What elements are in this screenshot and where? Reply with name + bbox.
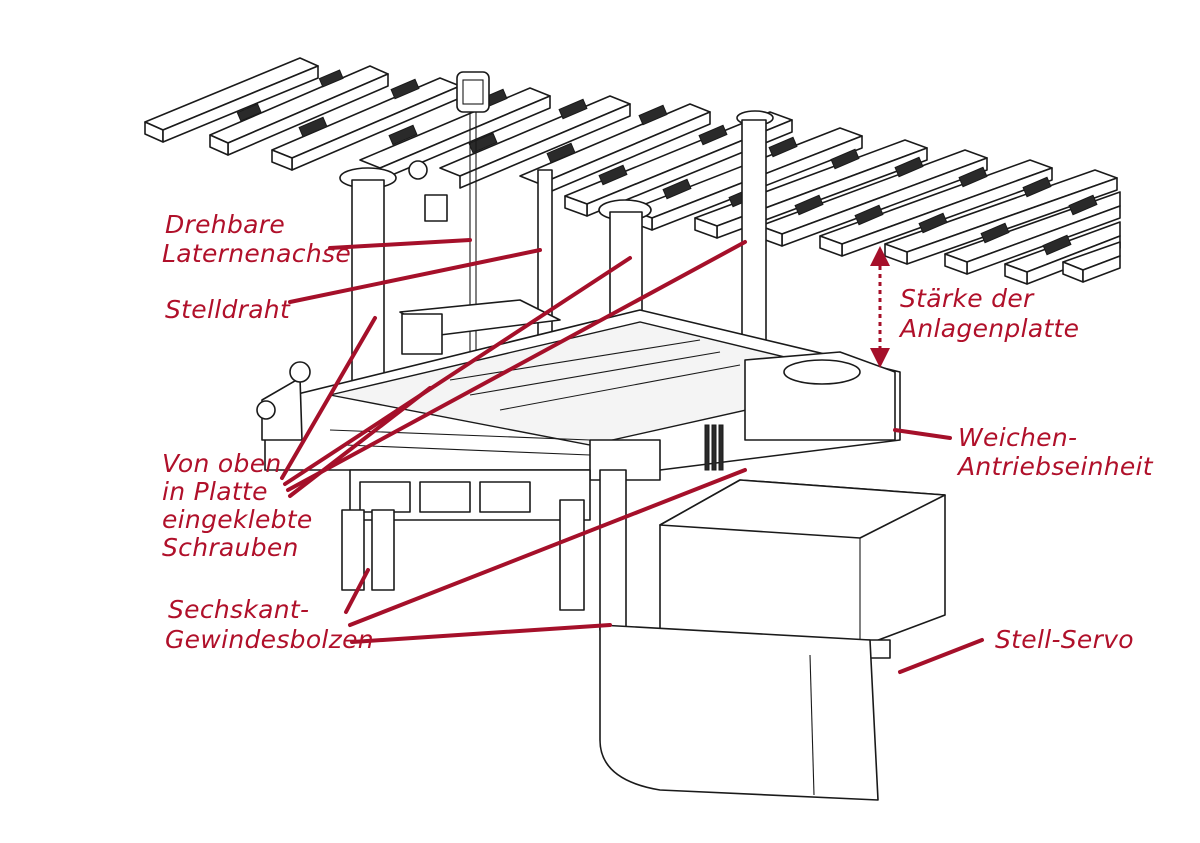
sleeper xyxy=(884,169,1118,265)
servo-body xyxy=(599,479,946,801)
hex-bolts xyxy=(341,469,627,631)
sleeper xyxy=(359,87,551,181)
sleeper xyxy=(1062,241,1121,283)
label-line: Weichen- xyxy=(958,423,1077,452)
label-staerke-anlagenplatte: Stärke der Anlagenplatte xyxy=(898,284,1079,343)
label-line: Von oben xyxy=(162,449,282,478)
drive-unit-housing xyxy=(256,299,901,481)
label-schrauben: Von oben in Platte eingeklebte Schrauben xyxy=(162,449,321,562)
label-line: Schrauben xyxy=(162,533,299,562)
label-line: Stärke der xyxy=(900,284,1035,313)
label-line: Antriebseinheit xyxy=(956,452,1154,481)
label-line: Laternenachse xyxy=(162,239,351,268)
sleeper xyxy=(944,191,1121,275)
label-weichen-antriebseinheit: Weichen- Antriebseinheit xyxy=(956,423,1154,481)
sleeper xyxy=(759,149,988,247)
label-line: Anlagenplatte xyxy=(898,314,1079,343)
label-stell-servo: Stell-Servo xyxy=(995,625,1134,654)
label-line: in Platte xyxy=(162,477,268,506)
sleeper xyxy=(564,111,793,217)
label-drehbare-laternenachse: Drehbare Laternenachse xyxy=(162,210,351,268)
label-line: Gewindesbolzen xyxy=(165,625,374,654)
track-sleepers xyxy=(144,57,1121,285)
sleeper xyxy=(519,103,711,197)
callout-labels: Drehbare Laternenachse Stelldraht Stärke… xyxy=(162,210,1154,654)
label-stelldraht: Stelldraht xyxy=(165,295,291,324)
sleeper xyxy=(144,57,319,143)
sleeper xyxy=(819,159,1053,257)
label-line: Drehbare xyxy=(165,210,285,239)
label-line: Sechskant- xyxy=(168,595,309,624)
label-line: eingeklebte xyxy=(162,505,313,534)
sleeper xyxy=(209,65,389,156)
label-gewindesbolzen: Sechskant- Gewindesbolzen xyxy=(165,595,374,654)
leader-lines xyxy=(280,238,984,674)
